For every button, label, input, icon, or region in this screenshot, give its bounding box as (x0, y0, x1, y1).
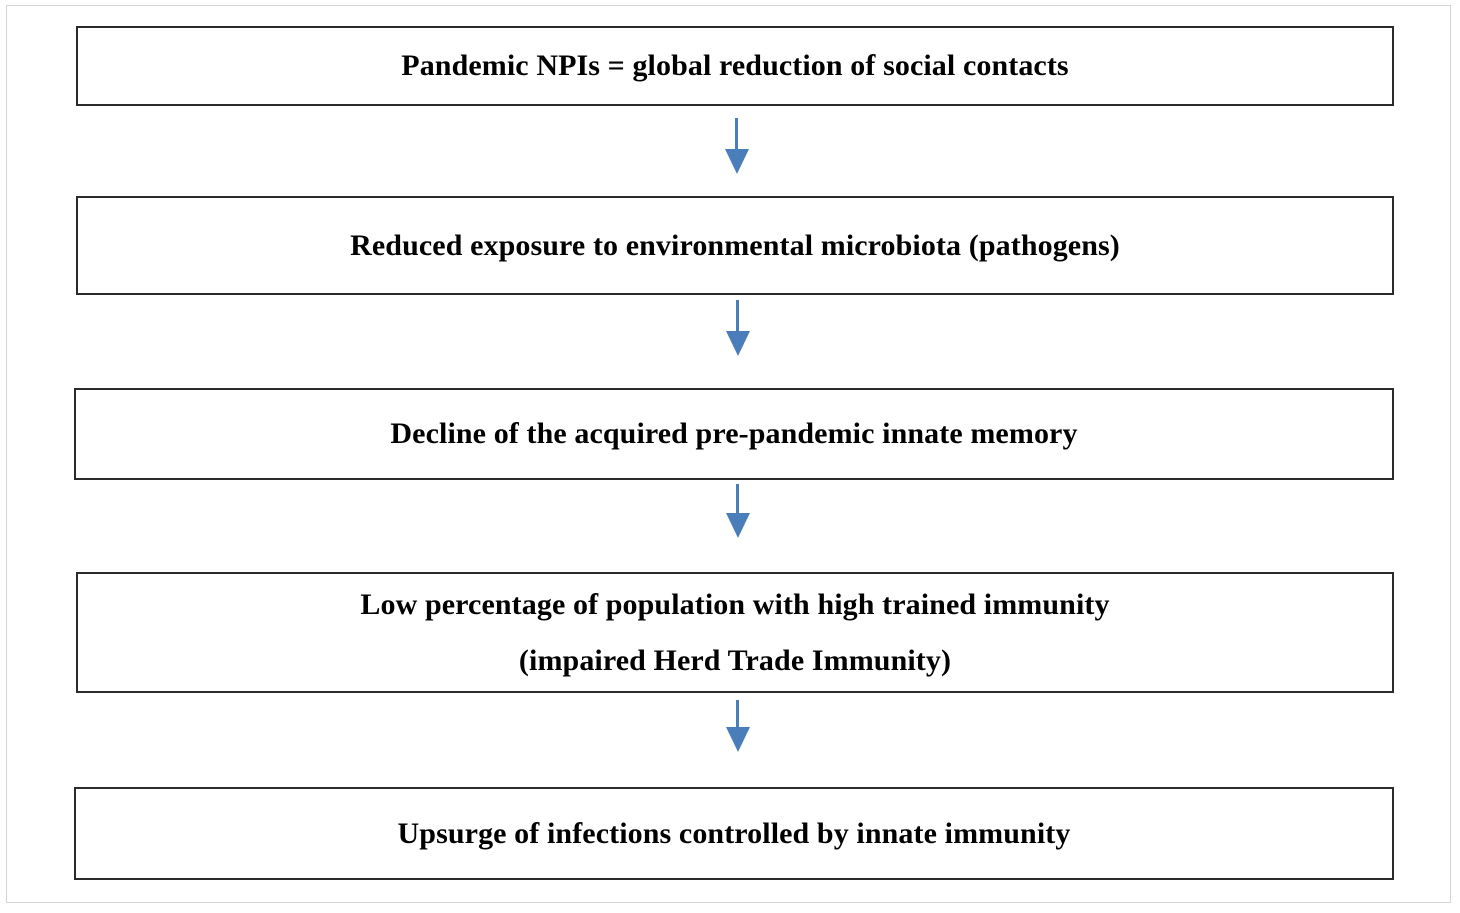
down-arrow-icon-2 (725, 300, 751, 356)
flowchart-node-3: Decline of the acquired pre-pandemic inn… (74, 388, 1394, 480)
arrow-head (726, 727, 750, 752)
flowchart-node-1-line-1: Pandemic NPIs = global reduction of soci… (401, 49, 1069, 82)
arrow-shaft (736, 484, 739, 515)
flowchart-node-1: Pandemic NPIs = global reduction of soci… (76, 26, 1394, 106)
flowchart-node-5-line-1: Upsurge of infections controlled by inna… (397, 816, 1071, 850)
down-arrow-icon-3 (725, 484, 751, 538)
flowchart-node-2-line-1: Reduced exposure to environmental microb… (350, 228, 1120, 262)
down-arrow-icon-4 (725, 700, 751, 752)
flowchart-node-4-line-2: (impaired Herd Trade Immunity) (518, 643, 952, 677)
flowchart-node-5: Upsurge of infections controlled by inna… (74, 787, 1394, 880)
arrow-head (726, 331, 750, 356)
arrow-shaft (736, 700, 739, 729)
flowchart-node-2: Reduced exposure to environmental microb… (76, 196, 1394, 295)
flowchart-node-4: Low percentage of population with high t… (76, 572, 1394, 693)
arrow-shaft (736, 300, 739, 333)
arrow-head (726, 513, 750, 538)
arrow-shaft (735, 118, 738, 151)
arrow-head (725, 149, 749, 174)
down-arrow-icon-1 (724, 118, 750, 174)
flowchart-node-3-line-1: Decline of the acquired pre-pandemic inn… (390, 417, 1078, 450)
flowchart-node-4-line-1: Low percentage of population with high t… (360, 587, 1110, 621)
